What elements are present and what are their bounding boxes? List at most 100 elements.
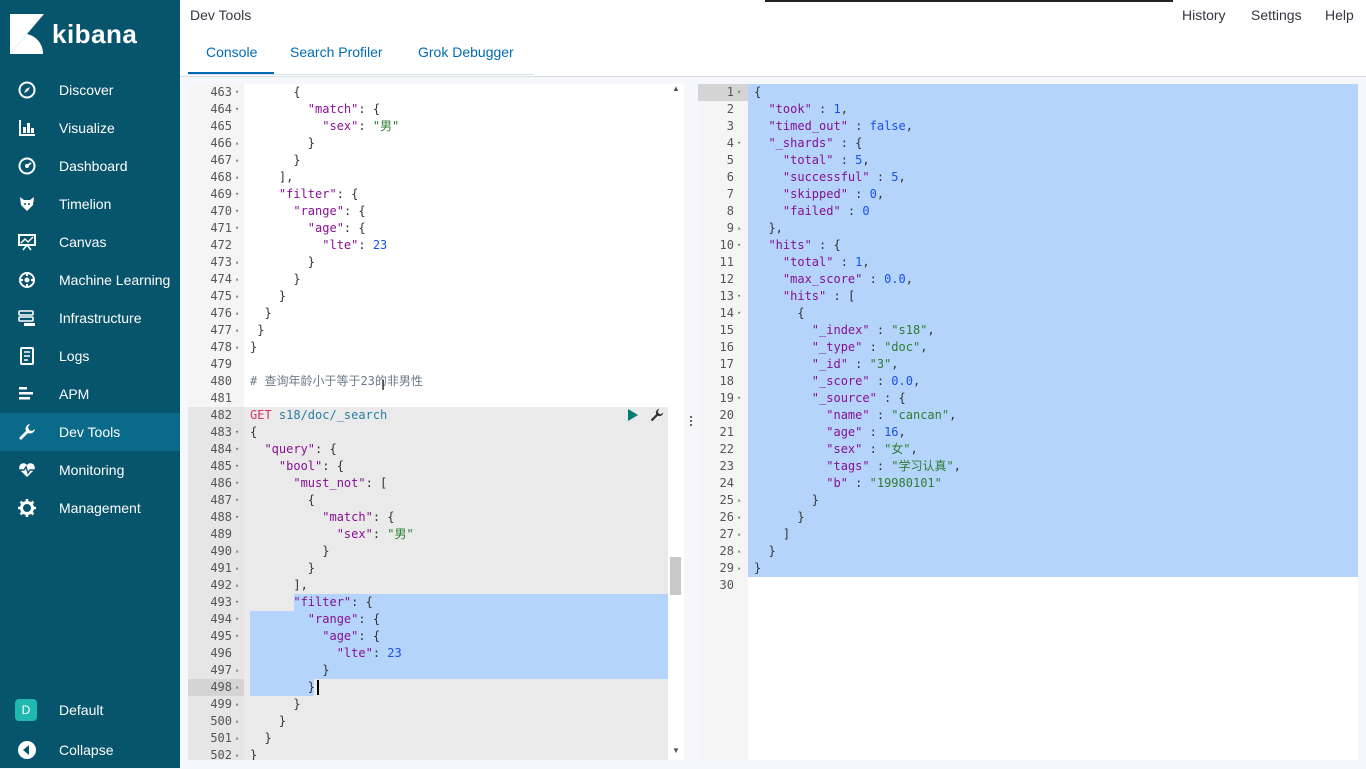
sidebar-item-label: Visualize	[59, 120, 115, 136]
fold-open-icon[interactable]: ▾	[737, 394, 742, 402]
line-number: 474	[210, 272, 232, 286]
sidebar-item-canvas[interactable]: Canvas	[0, 223, 180, 261]
fold-open-icon[interactable]: ▾	[737, 241, 742, 249]
code-line: 490▴ }	[188, 543, 668, 560]
fold-open-icon[interactable]: ▾	[235, 598, 240, 606]
help-link[interactable]: Help	[1325, 7, 1354, 23]
sidebar-item-label: APM	[59, 386, 90, 402]
fold-open-icon[interactable]: ▾	[235, 207, 240, 215]
fold-open-icon[interactable]: ▾	[737, 292, 742, 300]
fold-close-icon[interactable]: ▴	[235, 564, 240, 572]
fold-close-icon[interactable]: ▴	[737, 530, 742, 538]
code-text: "match": {	[307, 102, 381, 116]
request-scrollbar[interactable]: ▲ ▼	[668, 84, 684, 760]
space-selector[interactable]: D Default	[0, 691, 180, 729]
fold-close-icon[interactable]: ▴	[737, 564, 742, 572]
fold-close-icon[interactable]: ▴	[235, 309, 240, 317]
response-editor[interactable]: 1▾{2 "took" : 1,3 "timed_out" : false,4▾…	[698, 84, 1358, 760]
space-avatar: D	[15, 699, 37, 721]
fold-close-icon[interactable]: ▴	[235, 156, 240, 164]
code-line: 7 "skipped" : 0,	[698, 186, 1358, 203]
line-number: 497	[210, 663, 232, 677]
fold-close-icon[interactable]: ▴	[235, 751, 240, 759]
fold-close-icon[interactable]: ▴	[235, 275, 240, 283]
fold-open-icon[interactable]: ▾	[235, 190, 240, 198]
fold-close-icon[interactable]: ▴	[235, 666, 240, 674]
kibana-logo[interactable]: kibana	[10, 14, 137, 54]
sidebar-item-logs[interactable]: Logs	[0, 337, 180, 375]
sidebar-item-infrastructure[interactable]: Infrastructure	[0, 299, 180, 337]
page-title: Dev Tools	[190, 7, 252, 23]
code-text: "filter": {	[278, 187, 359, 201]
line-number: 2	[726, 102, 734, 116]
fold-open-icon[interactable]: ▾	[235, 496, 240, 504]
fold-close-icon[interactable]: ▴	[235, 547, 240, 555]
sidebar-item-management[interactable]: Management	[0, 489, 180, 527]
fold-open-icon[interactable]: ▾	[235, 479, 240, 487]
tab-grok-debugger[interactable]: Grok Debugger	[418, 44, 514, 60]
pane-resize-handle[interactable]	[684, 84, 698, 760]
fold-open-icon[interactable]: ▾	[235, 428, 240, 436]
mouse-ibeam-icon: I	[381, 378, 386, 394]
tab-search-profiler[interactable]: Search Profiler	[290, 44, 383, 60]
code-text: "successful" : 5,	[782, 170, 906, 184]
fold-open-icon[interactable]: ▾	[737, 88, 742, 96]
fold-close-icon[interactable]: ▴	[235, 717, 240, 725]
code-line: 5 "total" : 5,	[698, 152, 1358, 169]
fold-close-icon[interactable]: ▴	[235, 683, 240, 691]
text-selection	[250, 611, 668, 679]
line-number: 475	[210, 289, 232, 303]
play-icon[interactable]	[628, 409, 638, 421]
sidebar-item-machine-learning[interactable]: Machine Learning	[0, 261, 180, 299]
code-line: 497▴ }	[188, 662, 668, 679]
history-link[interactable]: History	[1182, 7, 1226, 23]
fold-close-icon[interactable]: ▴	[235, 258, 240, 266]
scroll-down-icon[interactable]: ▼	[672, 746, 680, 755]
fold-open-icon[interactable]: ▾	[235, 462, 240, 470]
fold-close-icon[interactable]: ▴	[235, 139, 240, 147]
fold-close-icon[interactable]: ▴	[235, 734, 240, 742]
fold-close-icon[interactable]: ▴	[737, 224, 742, 232]
fold-open-icon[interactable]: ▾	[235, 513, 240, 521]
line-number: 484	[210, 442, 232, 456]
fold-open-icon[interactable]: ▾	[235, 632, 240, 640]
text-cursor	[316, 680, 319, 695]
fold-open-icon[interactable]: ▾	[235, 224, 240, 232]
sidebar-item-discover[interactable]: Discover	[0, 71, 180, 109]
code-line: 28▴ }	[698, 543, 1358, 560]
fold-close-icon[interactable]: ▴	[235, 343, 240, 351]
code-text: }	[250, 714, 287, 728]
sidebar-item-dev-tools[interactable]: Dev Tools	[0, 413, 180, 451]
fold-open-icon[interactable]: ▾	[235, 445, 240, 453]
sidebar-item-visualize[interactable]: Visualize	[0, 109, 180, 147]
fold-close-icon[interactable]: ▴	[737, 547, 742, 555]
fold-open-icon[interactable]: ▾	[737, 309, 742, 317]
settings-link[interactable]: Settings	[1251, 7, 1302, 23]
code-line: 487▾ {	[188, 492, 668, 509]
sidebar-item-timelion[interactable]: Timelion	[0, 185, 180, 223]
fold-close-icon[interactable]: ▴	[235, 700, 240, 708]
fold-open-icon[interactable]: ▾	[235, 105, 240, 113]
fold-open-icon[interactable]: ▾	[737, 139, 742, 147]
fold-open-icon[interactable]: ▾	[235, 615, 240, 623]
sidebar-item-monitoring[interactable]: Monitoring	[0, 451, 180, 489]
request-editor[interactable]: 463▾ {464▾ "match": {465 "sex": "男"466▴ …	[188, 84, 668, 760]
fold-close-icon[interactable]: ▴	[235, 326, 240, 334]
sidebar-item-dashboard[interactable]: Dashboard	[0, 147, 180, 185]
collapse-button[interactable]: Collapse	[0, 731, 180, 769]
line-number: 26	[719, 510, 734, 524]
fold-close-icon[interactable]: ▴	[737, 496, 742, 504]
fold-close-icon[interactable]: ▴	[737, 513, 742, 521]
wrench-settings-icon[interactable]	[650, 408, 664, 425]
code-text: "skipped" : 0,	[782, 187, 885, 201]
fold-close-icon[interactable]: ▴	[235, 292, 240, 300]
sidebar-item-apm[interactable]: APM	[0, 375, 180, 413]
scroll-up-icon[interactable]: ▲	[672, 84, 680, 93]
tab-console[interactable]: Console	[206, 44, 258, 60]
fold-close-icon[interactable]: ▴	[235, 173, 240, 181]
fold-close-icon[interactable]: ▴	[235, 581, 240, 589]
code-text: ],	[250, 170, 294, 184]
fold-open-icon[interactable]: ▾	[235, 88, 240, 96]
code-line: 463▾ {	[188, 84, 668, 101]
scrollbar-thumb[interactable]	[670, 557, 681, 595]
